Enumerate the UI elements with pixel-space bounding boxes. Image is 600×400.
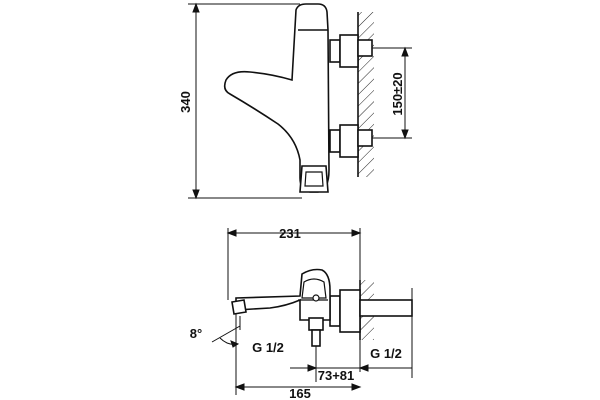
top-dimensions <box>211 228 413 395</box>
offset-dimension-label: 73+81 <box>318 368 355 383</box>
spacing-dimension-label: 150±20 <box>390 72 405 115</box>
front-upper-connector <box>329 34 373 68</box>
angle-dimension-label: 8° <box>190 326 202 341</box>
thread-left-label: G 1/2 <box>252 340 284 355</box>
height-dimension-label: 340 <box>178 91 193 113</box>
top-connector-escutcheon <box>329 295 341 327</box>
top-inlet-pipe <box>311 329 321 347</box>
front-outlet <box>299 165 329 193</box>
top-connector-nut <box>339 289 361 333</box>
top-view <box>231 268 413 347</box>
width-dimension-label: 231 <box>279 226 301 241</box>
front-lower-connector <box>329 124 373 158</box>
top-inlet-nut <box>308 317 324 331</box>
top-wall-pipe <box>359 299 413 317</box>
front-wall <box>357 12 374 177</box>
front-dimensions <box>188 2 412 200</box>
depth-dimension-label: 165 <box>289 386 311 400</box>
thread-right-label: G 1/2 <box>370 346 402 361</box>
top-spout-tip <box>231 299 247 315</box>
front-view <box>223 3 374 193</box>
front-faucet-body <box>223 3 330 193</box>
